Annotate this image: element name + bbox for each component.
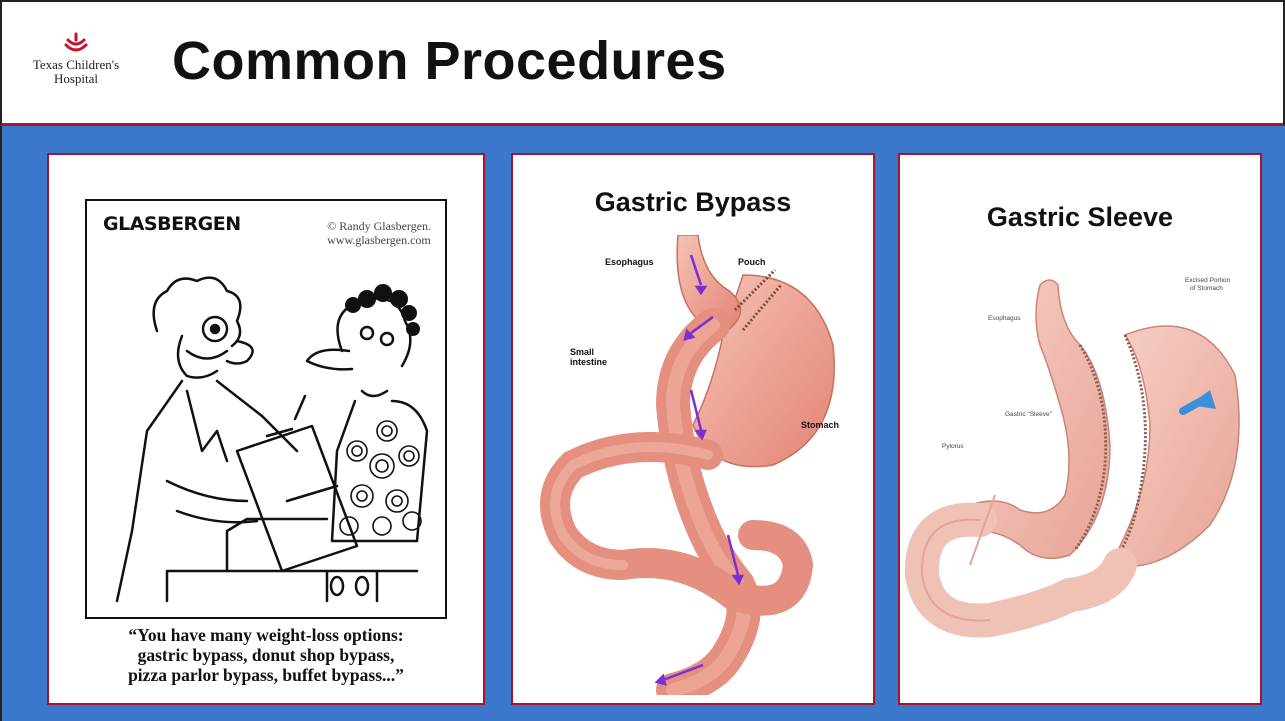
- label-sleeve-esophagus: Esophagus: [988, 315, 1021, 323]
- cartoon-illustration: [87, 201, 445, 617]
- hospital-logo: Texas Children's Hospital: [26, 32, 126, 102]
- gastric-sleeve-panel: Gastric Sleeve: [898, 153, 1262, 705]
- label-pouch: Pouch: [738, 257, 766, 267]
- gastric-sleeve-title: Gastric Sleeve: [900, 202, 1260, 233]
- gastric-sleeve-illustration: [900, 265, 1260, 695]
- label-gastric-sleeve: Gastric "Sleeve": [1005, 411, 1052, 419]
- slide-title: Common Procedures: [172, 30, 727, 92]
- content-area: GLASBERGEN © Randy Glasbergen. www.glasb…: [0, 126, 1285, 721]
- gastric-bypass-title: Gastric Bypass: [513, 187, 873, 218]
- logo-ribbon-icon: [63, 32, 89, 56]
- label-excised-2: of Stomach: [1190, 285, 1223, 293]
- label-esophagus: Esophagus: [605, 257, 654, 267]
- label-small-2: intestine: [570, 357, 607, 367]
- gastric-bypass-panel: Gastric Bypass: [511, 153, 875, 705]
- label-pylorus: Pylorus: [942, 443, 964, 451]
- slide-header: Texas Children's Hospital Common Procedu…: [0, 0, 1285, 126]
- label-excised-1: Excised Portion: [1185, 277, 1230, 285]
- caption-line2: gastric bypass, donut shop bypass,: [59, 645, 473, 665]
- caption-line1: “You have many weight-loss options:: [59, 625, 473, 645]
- logo-text-line1: Texas Children's: [26, 58, 126, 72]
- label-small-1: Small: [570, 347, 594, 357]
- gastric-bypass-illustration: [513, 235, 873, 695]
- caption-line3: pizza parlor bypass, buffet bypass...”: [59, 665, 473, 685]
- label-stomach: Stomach: [801, 420, 839, 430]
- cartoon-frame: GLASBERGEN © Randy Glasbergen. www.glasb…: [85, 199, 447, 619]
- cartoon-panel: GLASBERGEN © Randy Glasbergen. www.glasb…: [47, 153, 485, 705]
- logo-text-line2: Hospital: [26, 72, 126, 86]
- cartoon-caption: “You have many weight-loss options: gast…: [59, 625, 473, 685]
